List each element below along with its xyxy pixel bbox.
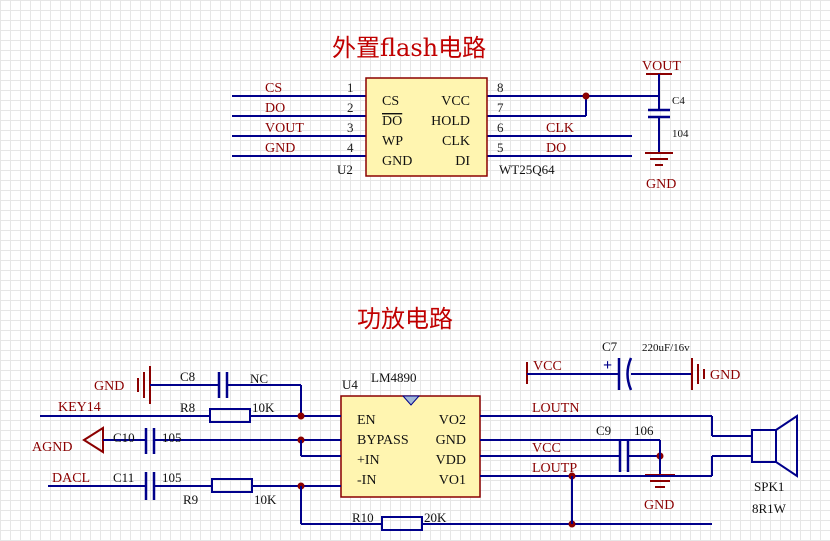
amp-pin-name-in-minus: -IN xyxy=(357,473,376,488)
dacl-net-label: DACL xyxy=(52,471,90,486)
c9-value: 106 xyxy=(634,423,654,438)
c7-ref: C7 xyxy=(602,339,618,354)
speaker-icon xyxy=(751,414,798,478)
vcc-top-label: VCC xyxy=(533,359,562,374)
r8-resistor xyxy=(209,408,251,423)
flash-pin-name-vcc: VCC xyxy=(441,94,470,109)
flash-pin-name-hold: HOLD xyxy=(431,114,470,129)
c7-ground-symbol xyxy=(691,358,705,390)
flash-power-net-label: VOUT xyxy=(642,59,681,74)
agnd-symbol xyxy=(82,426,104,454)
amp-pin-name-vo1: VO1 xyxy=(439,473,466,488)
c7-ground-label: GND xyxy=(710,368,740,383)
c10-ref: C10 xyxy=(113,430,135,445)
c7-plus-sign: + xyxy=(603,357,612,374)
amp-chip-pin1-marker xyxy=(401,395,421,406)
c7-value: 220uF/16v xyxy=(642,342,690,354)
c10-value: 105 xyxy=(162,430,182,445)
amp-section-title: 功放电路 xyxy=(357,305,453,333)
flash-pin-number-5: 5 xyxy=(497,140,504,155)
amp-pin-name-en: EN xyxy=(357,413,376,428)
flash-ground-symbol xyxy=(645,152,673,166)
flash-pin-name-wp: WP xyxy=(382,134,403,149)
c8-value: NC xyxy=(250,371,268,386)
flash-pin-number-8: 8 xyxy=(497,80,504,95)
c11-value: 105 xyxy=(162,470,182,485)
flash-pin-number-2: 2 xyxy=(347,100,354,115)
amp-gnd-left-symbol xyxy=(137,366,151,404)
amp-chip-part: LM4890 xyxy=(371,370,417,385)
amp-pin-name-gnd: GND xyxy=(436,433,466,448)
en-junction xyxy=(297,412,305,420)
c9-ref: C9 xyxy=(596,423,611,438)
flash-pin-number-7: 7 xyxy=(497,100,504,115)
speaker-ref: SPK1 xyxy=(754,479,784,494)
flash-net-label-do-right: DO xyxy=(546,141,566,156)
flash-pin-number-3: 3 xyxy=(347,120,354,135)
c11-ref: C11 xyxy=(113,470,134,485)
amp-gnd-left-label: GND xyxy=(94,379,124,394)
flash-net-label-3: VOUT xyxy=(265,121,304,136)
r10-resistor xyxy=(381,516,423,531)
flash-pin-number-1: 1 xyxy=(347,80,354,95)
flash-pin-name-gnd: GND xyxy=(382,154,412,169)
flash-pin-number-6: 6 xyxy=(497,120,504,135)
agnd-net-label: AGND xyxy=(32,440,72,455)
r8-ref: R8 xyxy=(180,400,195,415)
loutp-net-label: LOUTP xyxy=(532,461,577,476)
r8-value: 10K xyxy=(252,400,275,415)
key14-net-label: KEY14 xyxy=(58,400,101,415)
r10-value: 20K xyxy=(424,510,447,525)
flash-net-label-1: CS xyxy=(265,81,282,96)
flash-pin-name-di: DI xyxy=(455,154,470,169)
flash-pin-number-4: 4 xyxy=(347,140,354,155)
amp-pin-name-vdd: VDD xyxy=(436,453,466,468)
r10-ref: R10 xyxy=(352,510,374,525)
flash-chip-part: WT25Q64 xyxy=(499,162,555,177)
flash-net-label-4: GND xyxy=(265,141,295,156)
flash-section-title: 外置flash电路 xyxy=(332,34,486,62)
c4-ref: C4 xyxy=(672,95,685,107)
flash-chip-ref: U2 xyxy=(337,162,353,177)
c8-ref: C8 xyxy=(180,369,195,384)
c7-plate-right xyxy=(626,357,633,391)
flash-pin-name-cs: CS xyxy=(382,94,399,109)
r9-resistor xyxy=(211,478,253,493)
amp-pin-name-vo2: VO2 xyxy=(439,413,466,428)
r9-ref: R9 xyxy=(183,492,198,507)
flash-pin-name-clk: CLK xyxy=(442,134,470,149)
flash-net-label-2: DO xyxy=(265,101,285,116)
c9-ground-label: GND xyxy=(644,498,674,513)
amp-chip-ref: U4 xyxy=(342,377,358,392)
c4-value: 104 xyxy=(672,128,689,140)
flash-ground-net-label: GND xyxy=(646,177,676,192)
flash-chip-u2 xyxy=(365,77,488,177)
speaker-value: 8R1W xyxy=(752,501,787,516)
vdd-vcc-label: VCC xyxy=(532,441,561,456)
amp-pin-name-in-plus: +IN xyxy=(357,453,380,468)
r9-value: 10K xyxy=(254,492,277,507)
flash-junction xyxy=(582,92,590,100)
flash-net-label-clk: CLK xyxy=(546,121,574,136)
loutn-net-label: LOUTN xyxy=(532,401,579,416)
flash-pin-name-do: DO xyxy=(382,114,402,129)
amp-pin-name-bypass: BYPASS xyxy=(357,433,409,448)
